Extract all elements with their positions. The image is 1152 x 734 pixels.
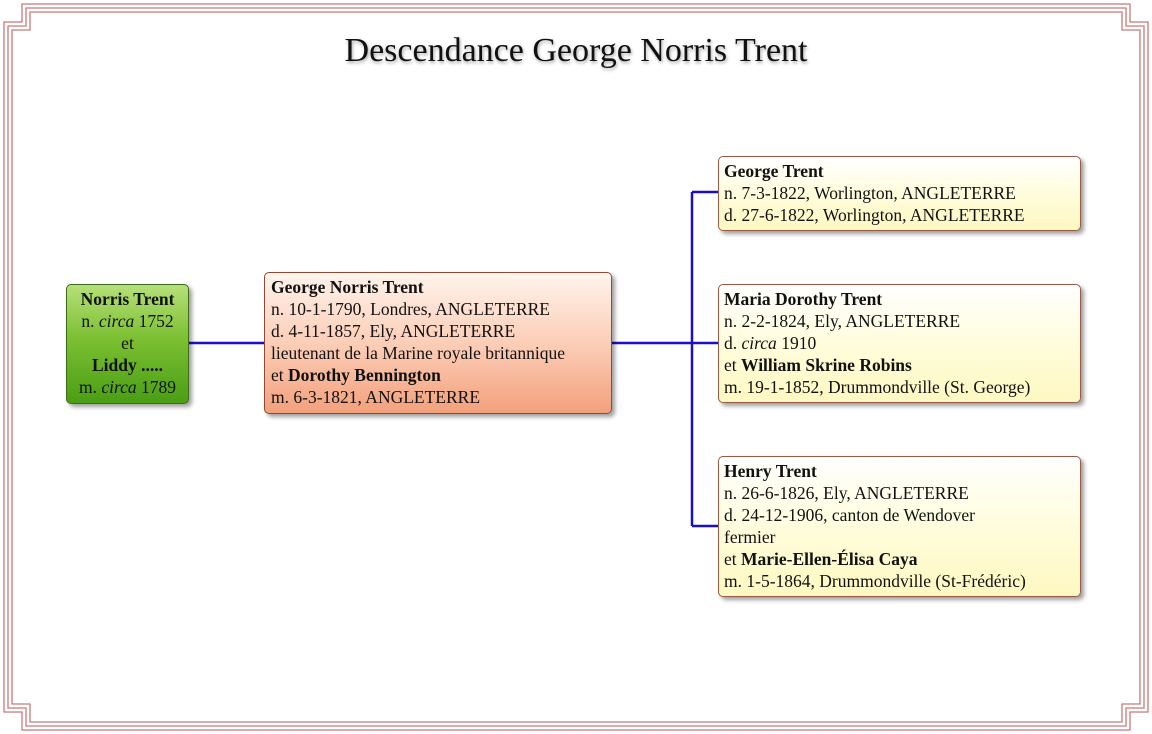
spouse-name: William Skrine Robins <box>741 355 912 375</box>
birth-info: n. 7-3-1822, Worlington, ANGLETERRE <box>724 183 1016 203</box>
marriage-year: 1789 <box>136 377 177 397</box>
birth-year: 1752 <box>134 311 174 331</box>
spouse-name: Marie-Ellen-Élisa Caya <box>741 549 918 569</box>
person-name: Norris Trent <box>80 289 175 309</box>
person-card-maria-dorothy-trent[interactable]: Maria Dorothy Trent n. 2-2-1824, Ely, AN… <box>718 284 1081 403</box>
occupation: lieutenant de la Marine royale britanniq… <box>271 343 565 363</box>
marriage-prefix: m. <box>78 377 102 397</box>
spouse-conjunction: et <box>271 365 289 385</box>
birth-info: n. 10-1-1790, Londres, ANGLETERRE <box>271 299 550 319</box>
death-info: d. 24-12-1906, canton de Wendover <box>724 505 975 525</box>
birth-info: n. 2-2-1824, Ely, ANGLETERRE <box>724 311 961 331</box>
marriage-circa: circa <box>101 377 137 397</box>
person-name: George Trent <box>724 161 824 181</box>
birth-prefix: n. <box>81 311 99 331</box>
spouse-conjunction: et <box>724 549 742 569</box>
birth-info: n. 26-6-1826, Ely, ANGLETERRE <box>724 483 969 503</box>
spouse-conjunction: et <box>724 355 742 375</box>
occupation: fermier <box>724 527 776 547</box>
marriage-info: m. 19-1-1852, Drummondville (St. George) <box>724 377 1031 397</box>
death-info: d. 27-6-1822, Worlington, ANGLETERRE <box>724 205 1025 225</box>
page-title: Descendance George Norris Trent <box>344 32 808 69</box>
person-card-henry-trent[interactable]: Henry Trent n. 26-6-1826, Ely, ANGLETERR… <box>718 456 1081 597</box>
birth-circa: circa <box>98 311 135 331</box>
person-card-norris-trent[interactable]: Norris Trent n. circa 1752 et Liddy ....… <box>66 284 189 404</box>
death-circa: circa <box>741 333 777 353</box>
person-card-george-norris-trent[interactable]: George Norris Trent n. 10-1-1790, Londre… <box>264 272 612 414</box>
death-prefix: d. <box>724 333 742 353</box>
spouse-name: Liddy ..... <box>92 355 163 375</box>
death-year: 1910 <box>776 333 817 353</box>
spouse-conjunction: et <box>121 333 134 353</box>
spouse-name: Dorothy Bennington <box>288 365 441 385</box>
person-name: George Norris Trent <box>271 277 424 297</box>
marriage-info: m. 6-3-1821, ANGLETERRE <box>271 387 481 407</box>
marriage-info: m. 1-5-1864, Drummondville (St-Frédéric) <box>724 571 1026 591</box>
person-card-george-trent[interactable]: George Trent n. 7-3-1822, Worlington, AN… <box>718 156 1081 231</box>
person-name: Henry Trent <box>724 461 817 481</box>
person-name: Maria Dorothy Trent <box>724 289 883 309</box>
death-info: d. 4-11-1857, Ely, ANGLETERRE <box>271 321 516 341</box>
